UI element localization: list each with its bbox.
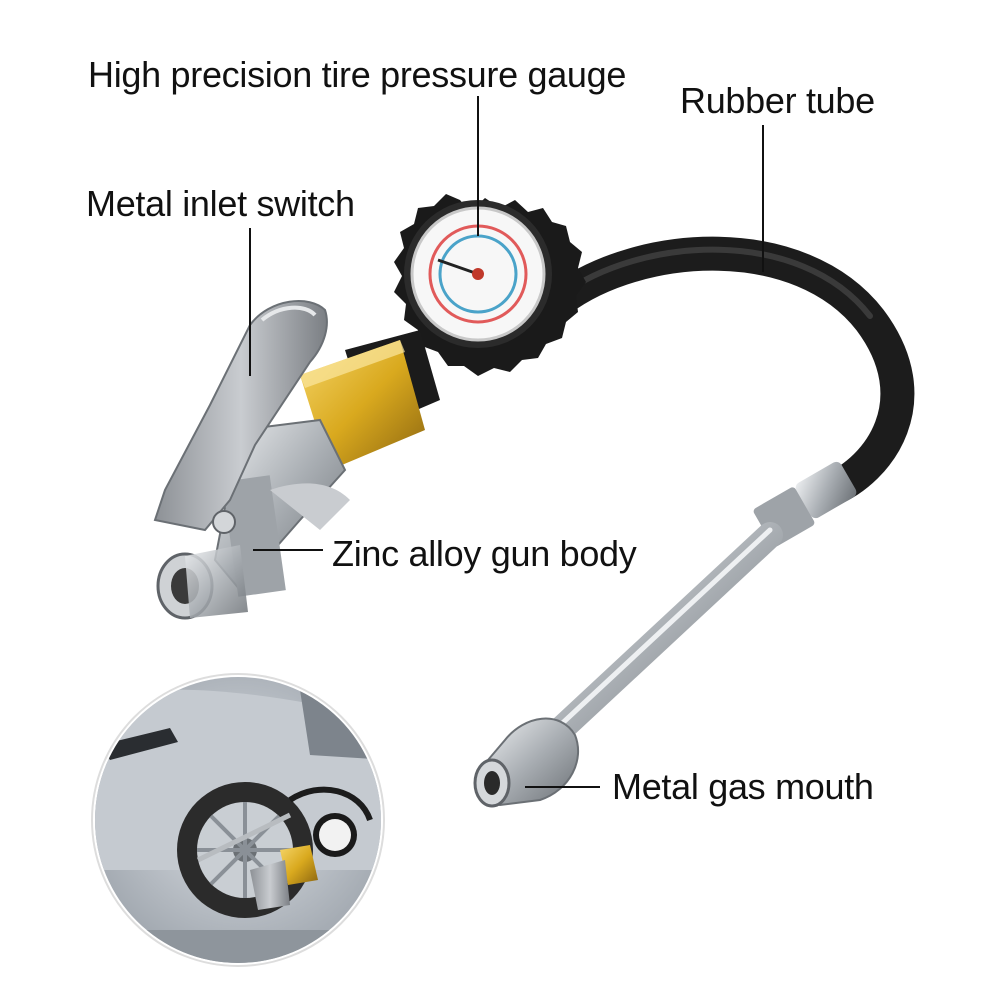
rubber-tube bbox=[543, 236, 915, 507]
label-pressure-gauge: High precision tire pressure gauge bbox=[88, 54, 627, 95]
callout-lines bbox=[249, 96, 764, 788]
pressure-gauge bbox=[394, 194, 586, 376]
brass-body bbox=[300, 330, 440, 470]
metal-extension-tube bbox=[542, 522, 783, 748]
label-zinc-alloy-gun-body: Zinc alloy gun body bbox=[332, 533, 637, 574]
hose-fittings bbox=[753, 461, 857, 547]
label-rubber-tube: Rubber tube bbox=[680, 80, 875, 121]
metal-inlet-switch bbox=[153, 300, 328, 534]
label-metal-gas-mouth: Metal gas mouth bbox=[612, 766, 874, 807]
usage-scene-inset bbox=[91, 673, 385, 967]
label-metal-inlet-switch: Metal inlet switch bbox=[86, 183, 355, 224]
metal-gas-mouth bbox=[473, 717, 580, 808]
